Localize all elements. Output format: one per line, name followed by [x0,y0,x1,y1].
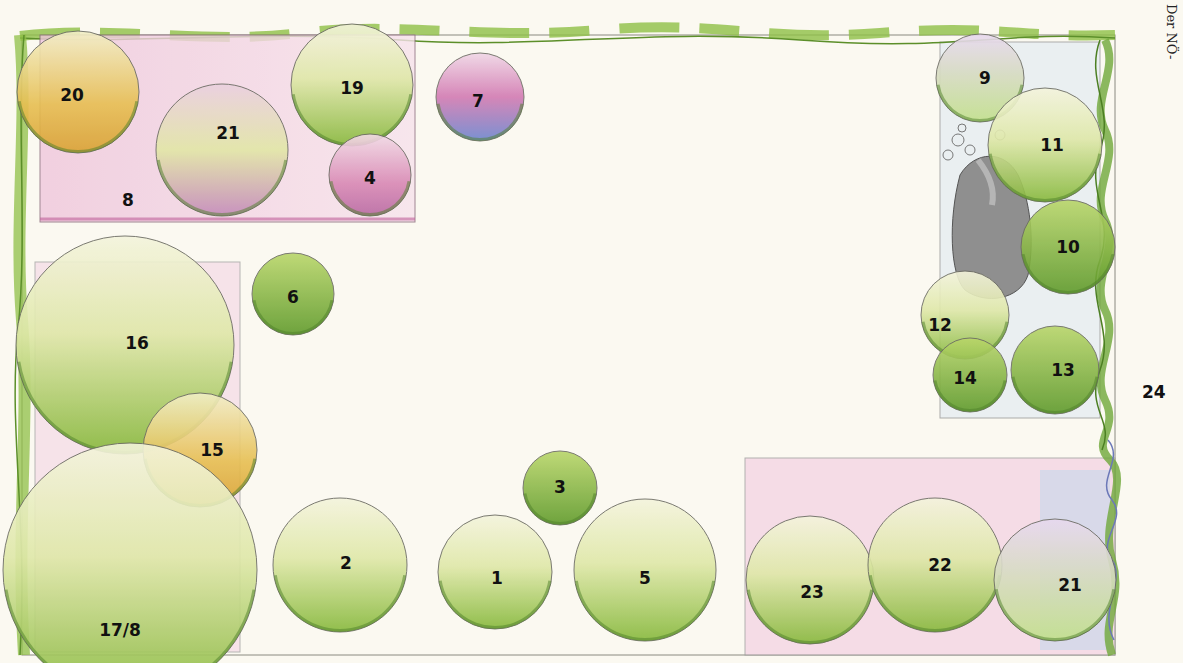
callout-number: 21 [1058,577,1082,594]
plant-circle: 7 [435,52,525,142]
plant-circle: 1 [437,514,553,630]
plant-circle: 21 [155,83,289,217]
plant-circle: 19 [290,23,414,147]
callout-number: 13 [1051,362,1075,379]
callout-number: 3 [554,479,566,496]
callout-number: 10 [1056,239,1080,256]
callout-number: 24 [1142,384,1166,401]
callout-number: 17/8 [99,622,141,639]
plant-circle: 3 [522,450,598,526]
plant-shape [745,515,875,645]
plant-shape [993,518,1117,642]
flower-bed: 8 20 21 19 4 [40,35,415,222]
plant-circle: 23 [745,515,875,645]
plant-circle: 22 [867,497,1003,633]
callout-number: 1 [491,570,503,587]
callout-number: 5 [639,570,651,587]
callout-number: 15 [200,442,224,459]
plant-circle: 21 [993,518,1117,642]
plant-circle: 20 [16,30,140,154]
callout-number: 16 [125,335,149,352]
callout-number: 6 [287,289,299,306]
plant-circle: 10 [1020,199,1116,295]
callout-number: 23 [800,584,824,601]
plant-circle: 2 [272,497,408,633]
plant-shape [272,497,408,633]
plant-circle: 11 [987,87,1103,203]
callout-number: 11 [1040,137,1064,154]
plant-circle: 6 [251,252,335,336]
callout-number: 21 [216,125,240,142]
bed-number: 8 [122,192,134,209]
callout-number: 20 [60,87,84,104]
plant-circle: 13 [1010,325,1100,415]
plant-circle: 14 [932,337,1008,413]
callout-number: 7 [472,93,484,110]
plant-circle: 5 [573,498,717,642]
side-note: Der NÖ- [1165,4,1178,59]
callout-number: 14 [953,370,977,387]
plant-circle: 4 [328,133,412,217]
callout-number: 22 [928,557,952,574]
plant-circle: 17/8 [2,442,258,663]
callout-number: 9 [979,70,991,87]
plant-shape [155,83,289,217]
callout-number: 2 [340,555,352,572]
callout-number: 12 [928,317,952,334]
callout-number: 19 [340,80,364,97]
callout-number: 4 [364,170,376,187]
